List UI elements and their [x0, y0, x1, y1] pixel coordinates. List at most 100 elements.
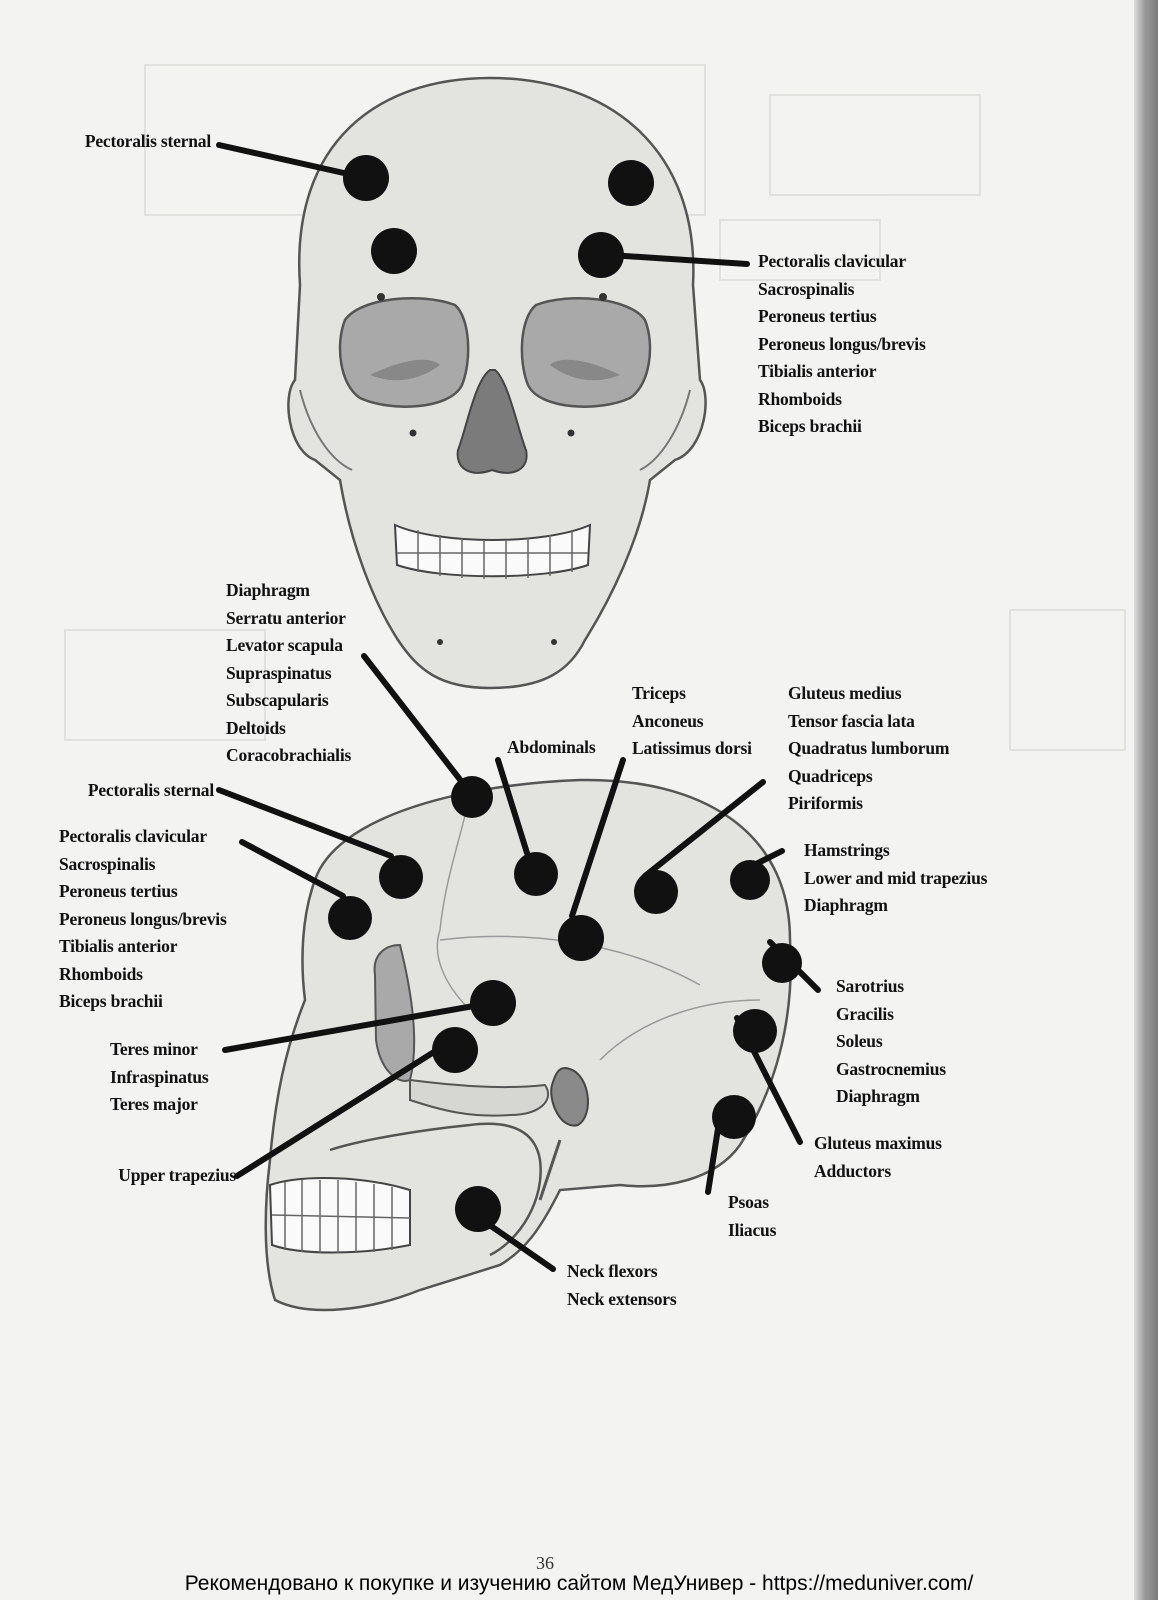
label-line: Pectoralis sternal [87, 780, 214, 800]
ear-canal-icon [550, 1066, 589, 1127]
label-line: Neck flexors [567, 1261, 658, 1281]
label-pectoralis-sternal-front: Pectoralis sternal [85, 128, 211, 156]
label-group-triceps: Triceps Anconeus Latissimus dorsi [632, 680, 752, 763]
label-line: Deltoids [226, 717, 286, 738]
label-line: Pectoralis clavicular [59, 826, 207, 846]
label-line: Iliacus [728, 1219, 777, 1240]
zygomatic-arch [409, 1078, 550, 1117]
label-group-side-left: Pectoralis clavicular Sacrospinalis Pero… [59, 823, 227, 1016]
label-line: Peroneus tertius [59, 881, 178, 901]
marker-dot [762, 943, 802, 983]
label-pectoralis-sternal-side: Pectoralis sternal [88, 777, 214, 805]
label-line: Gastrocnemius [836, 1058, 946, 1079]
label-line: Serratu anterior [226, 607, 346, 628]
label-group-gluteus-medius: Gluteus medius Tensor fascia lata Quadra… [788, 680, 949, 818]
label-group-front-right: Pectoralis clavicular Sacrospinalis Pero… [758, 248, 926, 441]
label-group-teres: Teres minor Infraspinatus Teres major [110, 1036, 209, 1119]
marker-dot [371, 228, 417, 274]
label-line: Tibialis anterior [59, 936, 178, 956]
marker-dot [514, 852, 558, 896]
marker-dot [608, 160, 654, 206]
label-line: Gluteus maximus [814, 1133, 942, 1153]
label-line: Peroneus longus/brevis [758, 333, 926, 354]
label-line: Quadratus lumborum [788, 738, 950, 758]
label-line: Biceps brachii [758, 416, 862, 436]
label-line: Quadriceps [788, 765, 873, 786]
marker-dot [712, 1095, 756, 1139]
orbit-right-icon [520, 296, 652, 408]
label-line: Triceps [632, 683, 686, 703]
label-group-hamstrings: Hamstrings Lower and mid trapezius Diaph… [804, 837, 987, 920]
label-line: Adductors [814, 1160, 891, 1181]
label-line: Peroneus longus/brevis [59, 908, 227, 929]
footer-text: Рекомендовано к покупке и изучению сайто… [184, 1572, 974, 1595]
label-line: Gracilis [836, 1003, 894, 1024]
label-line: Latissimus dorsi [632, 738, 752, 758]
label-line: Levator scapula [226, 635, 343, 655]
label-line: Biceps brachii [59, 991, 163, 1011]
label-line: Coracobrachialis [226, 745, 352, 765]
label-group-psoas: Psoas Iliacus [728, 1189, 776, 1244]
label-line: Abdominals [507, 737, 596, 757]
marker-dots [328, 155, 802, 1232]
nasal-cavity-icon [456, 369, 528, 474]
label-line: Neck extensors [567, 1288, 677, 1309]
marker-dot [470, 980, 516, 1026]
orbit-right-shadow [550, 359, 620, 381]
label-line: Pectoralis clavicular [758, 251, 906, 271]
label-line: Diaphragm [804, 895, 888, 915]
label-upper-trapezius: Upper trapezius [118, 1162, 236, 1190]
label-group-neck: Neck flexors Neck extensors [567, 1258, 677, 1313]
label-line: Rhomboids [59, 963, 143, 984]
marker-dot [733, 1009, 777, 1053]
styloid-process [538, 1139, 562, 1201]
label-line: Tibialis anterior [758, 361, 877, 381]
label-line: Gluteus medius [788, 683, 902, 703]
front-skull-cheek-right [639, 389, 691, 471]
orbit-left-icon [338, 296, 470, 408]
marker-dot [432, 1027, 478, 1073]
label-group-diaphragm: Diaphragm Serratu anterior Levator scapu… [226, 577, 351, 770]
marker-dot [455, 1186, 501, 1232]
marker-dot [328, 896, 372, 940]
label-line: Diaphragm [836, 1086, 920, 1106]
front-teeth [393, 523, 592, 578]
label-line: Soleus [836, 1031, 883, 1051]
scan-edge-shadow [1134, 0, 1158, 1600]
label-abdominals: Abdominals [507, 734, 596, 762]
orbit-left-shadow [370, 359, 440, 381]
marker-dot [730, 860, 770, 900]
label-line: Hamstrings [804, 840, 890, 860]
label-line: Psoas [728, 1192, 769, 1212]
front-skull-cheek-left [299, 389, 353, 471]
label-line: Tensor fascia lata [788, 710, 915, 731]
label-line: Sacrospinalis [758, 278, 855, 299]
label-line: Teres major [110, 1094, 198, 1114]
side-orbit-icon [373, 943, 416, 1082]
label-line: Upper trapezius [118, 1165, 236, 1185]
label-line: Sarotrius [836, 976, 904, 996]
label-line: Peroneus tertius [758, 306, 877, 326]
label-line: Diaphragm [226, 580, 310, 600]
label-line: Pectoralis sternal [84, 131, 211, 151]
label-line: Teres minor [110, 1039, 198, 1059]
label-line: Anconeus [632, 710, 704, 731]
label-line: Supraspinatus [226, 662, 332, 683]
side-teeth [268, 1177, 411, 1254]
marker-dot [634, 870, 678, 914]
marker-dot [343, 155, 389, 201]
label-line: Subscapularis [226, 690, 329, 710]
label-line: Piriformis [788, 793, 863, 813]
label-line: Lower and mid trapezius [804, 867, 988, 888]
label-line: Infraspinatus [110, 1066, 209, 1087]
mandible [329, 1122, 542, 1257]
label-line: Sacrospinalis [59, 853, 156, 874]
marker-dot [558, 915, 604, 961]
label-group-sartorius: Sarotrius Gracilis Soleus Gastrocnemius … [836, 973, 946, 1111]
page-number: 36 [536, 1553, 554, 1573]
marker-dot [379, 855, 423, 899]
label-line: Rhomboids [758, 388, 842, 409]
marker-dot [578, 232, 624, 278]
marker-dot [451, 776, 493, 818]
